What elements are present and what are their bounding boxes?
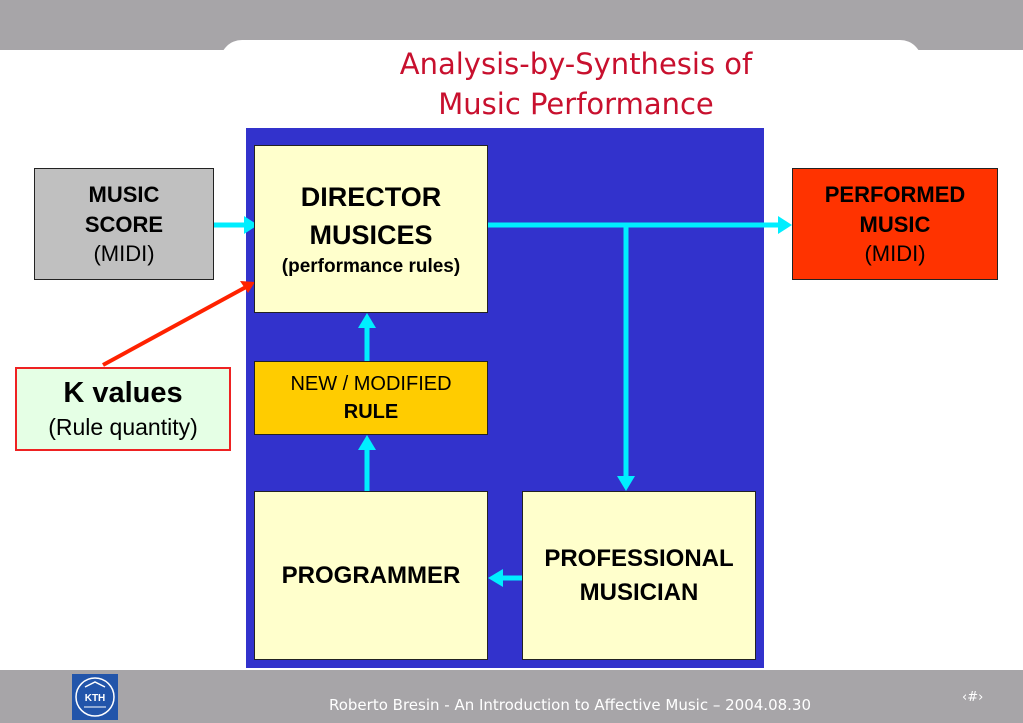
director-line-2: MUSICES (309, 220, 433, 250)
pointer-kvalues-to-director (102, 285, 247, 367)
musician-line-2: MUSICIAN (579, 578, 699, 606)
director-line-1: DIRECTOR (300, 182, 442, 212)
music-score-box: MUSIC SCORE (MIDI) (34, 168, 214, 280)
k-values-line-2: (Rule quantity) (48, 414, 198, 440)
musician-line-1: PROFESSIONAL (544, 544, 734, 572)
professional-musician-box: PROFESSIONAL MUSICIAN (522, 491, 756, 660)
music-score-line-3: (MIDI) (93, 241, 155, 266)
page-number: ‹#› (962, 690, 984, 705)
performed-line-2: MUSIC (859, 212, 931, 237)
k-values-box: K values (Rule quantity) (15, 367, 231, 451)
director-line-3: (performance rules) (281, 256, 461, 277)
arrowhead-programmer-to-rule (358, 435, 376, 450)
bottom-frame-band (0, 670, 1023, 723)
arrowhead-musician-to-programmer (488, 569, 503, 587)
footer-text: Roberto Bresin - An Introduction to Affe… (328, 696, 812, 714)
slide-title: Analysis-by-Synthesis of Music Performan… (300, 44, 852, 124)
music-score-line-1: MUSIC (88, 182, 160, 207)
kth-logo-text: KTH (85, 693, 106, 704)
director-musices-box: DIRECTOR MUSICES (performance rules) (254, 145, 488, 313)
k-values-line-1: K values (63, 377, 183, 409)
arrowhead-score-to-director (244, 216, 258, 234)
programmer-label: PROGRAMMER (281, 561, 461, 589)
music-score-line-2: SCORE (84, 212, 164, 237)
new-rule-line-1: NEW / MODIFIED (290, 373, 452, 395)
slide-title-tab (220, 40, 922, 120)
arrowhead-director-to-performed (778, 216, 792, 234)
arrowhead-branch-to-musician (617, 476, 635, 491)
title-line-1: Analysis-by-Synthesis of (399, 47, 753, 81)
performed-line-1: PERFORMED (824, 182, 966, 207)
new-rule-line-2: RULE (343, 401, 399, 423)
kth-logo-icon: KTH (72, 674, 118, 720)
programmer-box: PROGRAMMER (254, 491, 488, 660)
arrowhead-rule-to-director (358, 313, 376, 328)
pointer-head-kvalues (240, 281, 255, 293)
performed-line-3: (MIDI) (864, 241, 926, 266)
new-modified-rule-box: NEW / MODIFIED RULE (254, 361, 488, 435)
title-line-2: Music Performance (438, 87, 714, 121)
performed-music-box: PERFORMED MUSIC (MIDI) (792, 168, 998, 280)
